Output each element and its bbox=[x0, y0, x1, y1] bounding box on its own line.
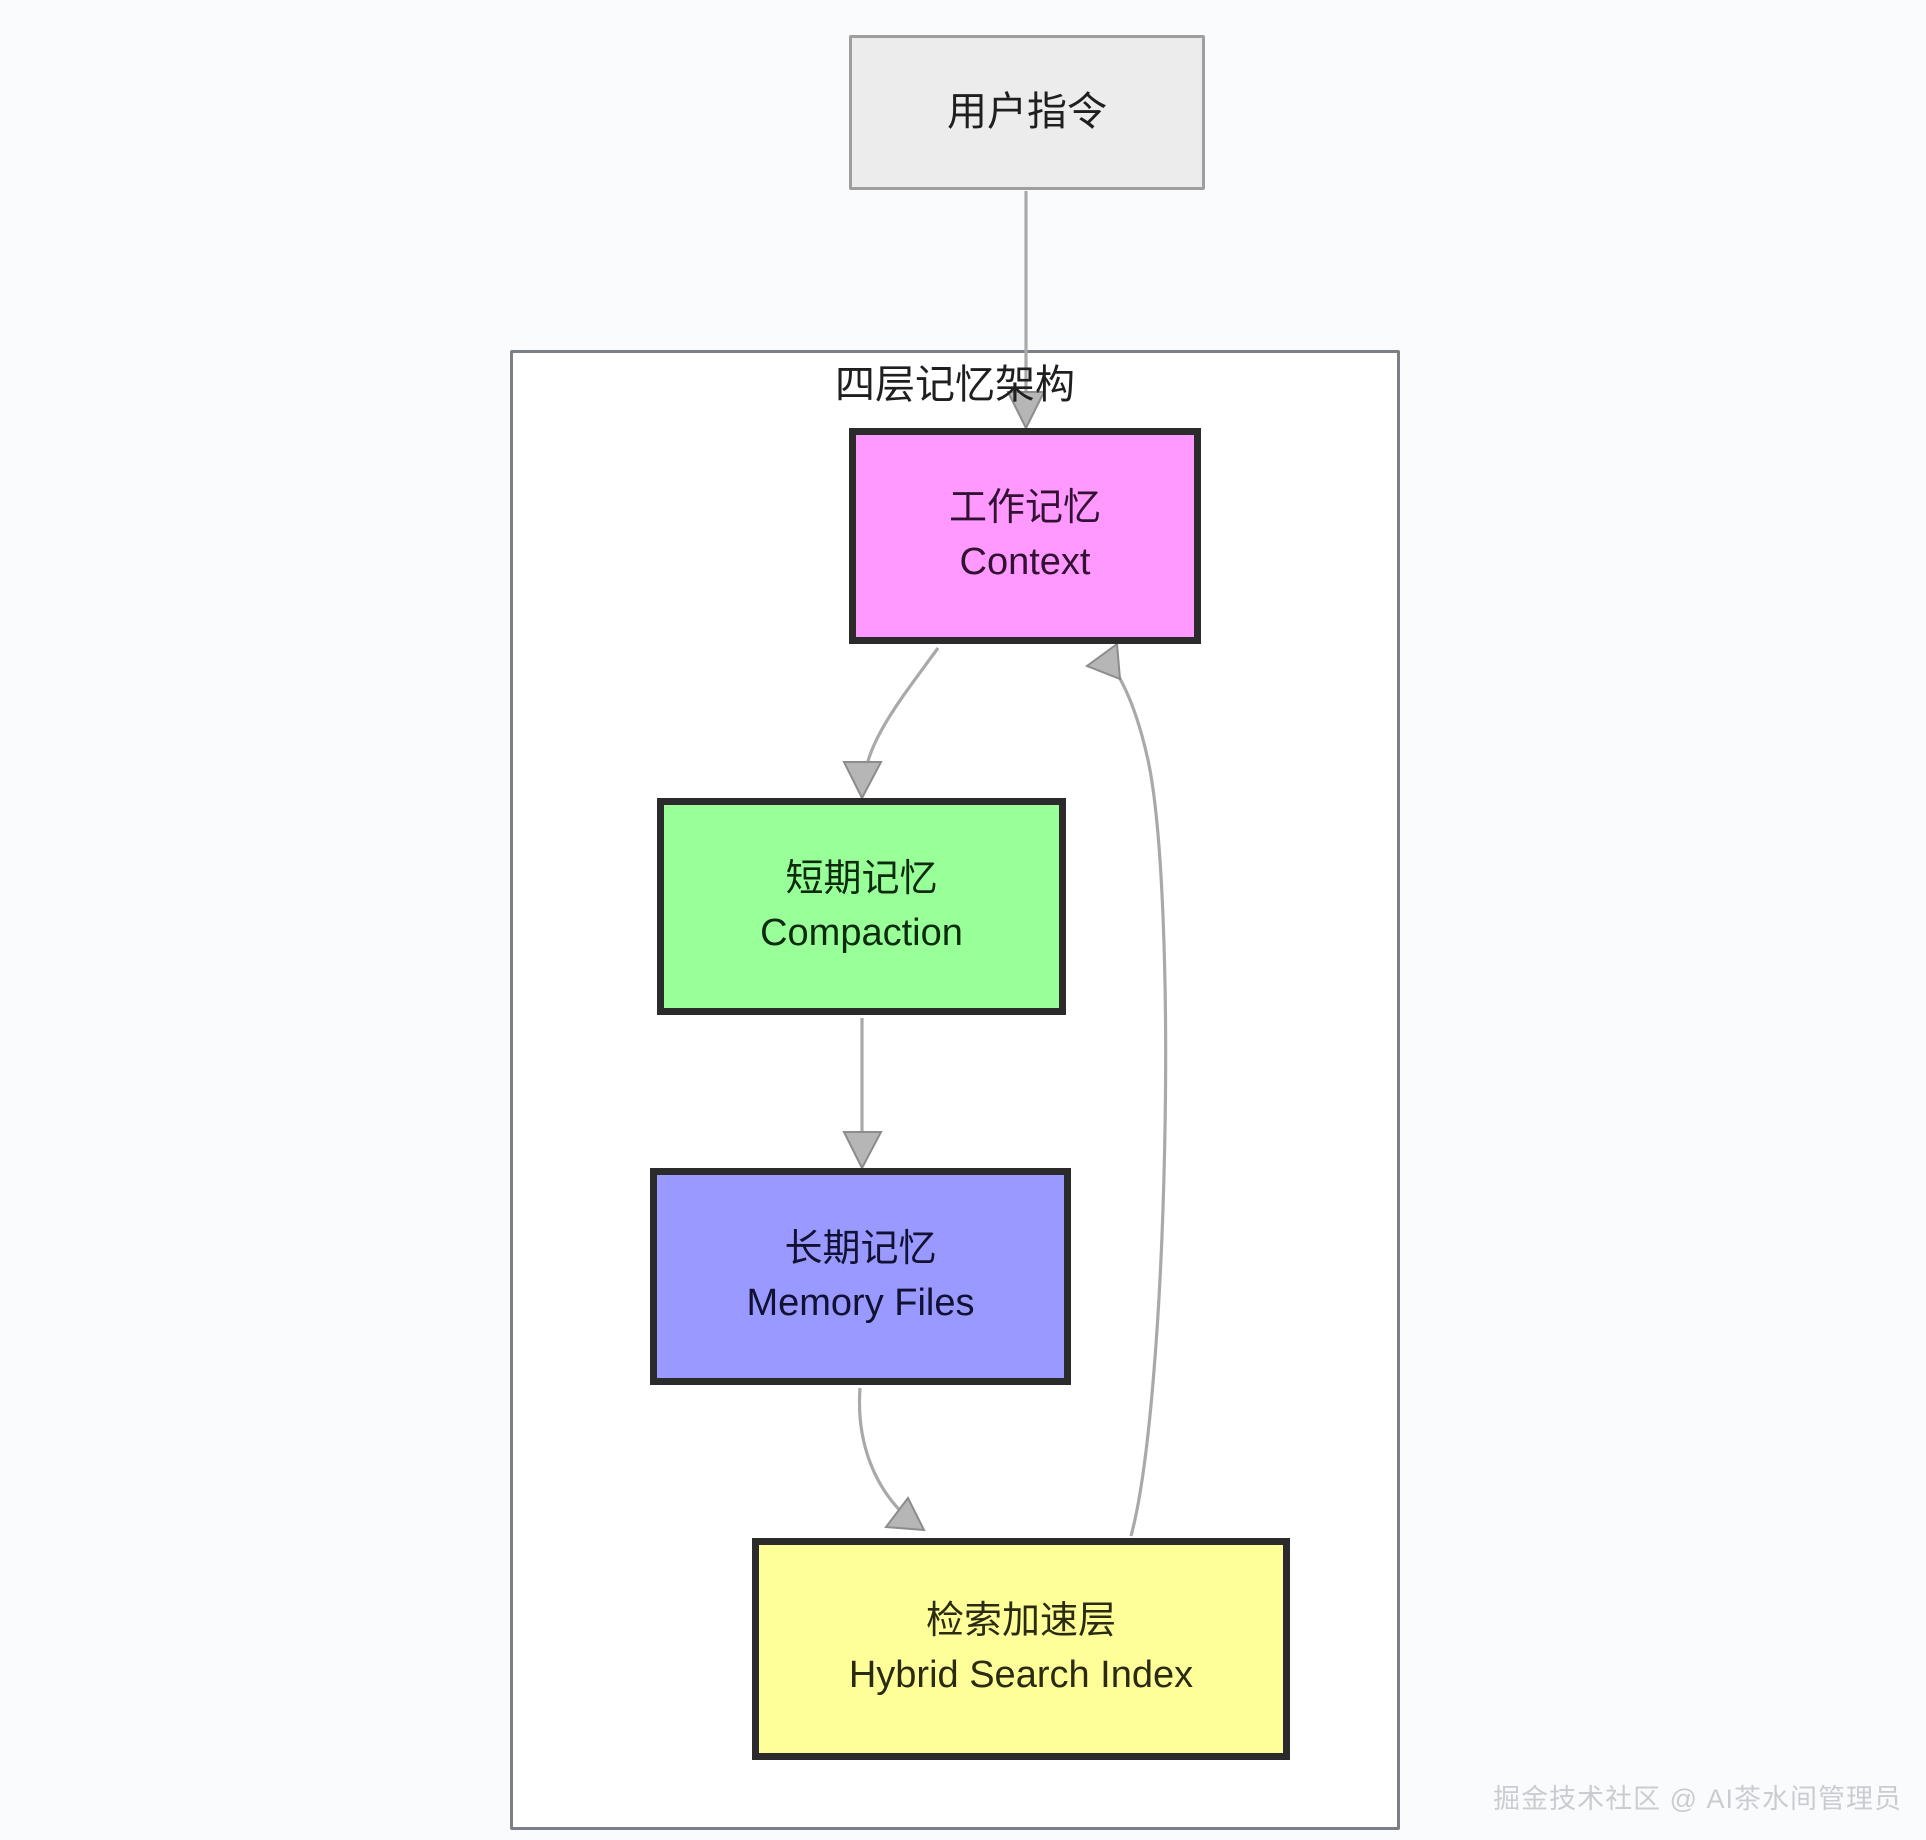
node-working-memory[interactable]: 工作记忆 Context bbox=[849, 428, 1201, 644]
node-retrieval-layer-label-cn: 检索加速层 bbox=[925, 1600, 1116, 1643]
node-long-term-memory-label-en: Memory Files bbox=[746, 1281, 975, 1324]
node-retrieval-layer[interactable]: 检索加速层 Hybrid Search Index bbox=[752, 1538, 1290, 1760]
node-short-term-memory[interactable]: 短期记忆 Compaction bbox=[657, 798, 1066, 1015]
node-user-command-label: 用户指令 bbox=[947, 90, 1107, 135]
node-short-term-memory-label-en: Compaction bbox=[760, 911, 963, 954]
node-working-memory-label-en: Context bbox=[959, 541, 1091, 583]
node-retrieval-layer-label-en: Hybrid Search Index bbox=[848, 1654, 1194, 1696]
watermark-text: 掘金技术社区 @ AI茶水间管理员 bbox=[1493, 1784, 1902, 1814]
node-long-term-memory[interactable]: 长期记忆 Memory Files bbox=[650, 1168, 1071, 1385]
node-short-term-memory-label-cn: 短期记忆 bbox=[785, 857, 938, 900]
node-user-command[interactable]: 用户指令 bbox=[849, 35, 1205, 190]
node-long-term-memory-label-cn: 长期记忆 bbox=[784, 1227, 937, 1270]
node-working-memory-label-cn: 工作记忆 bbox=[948, 487, 1101, 530]
